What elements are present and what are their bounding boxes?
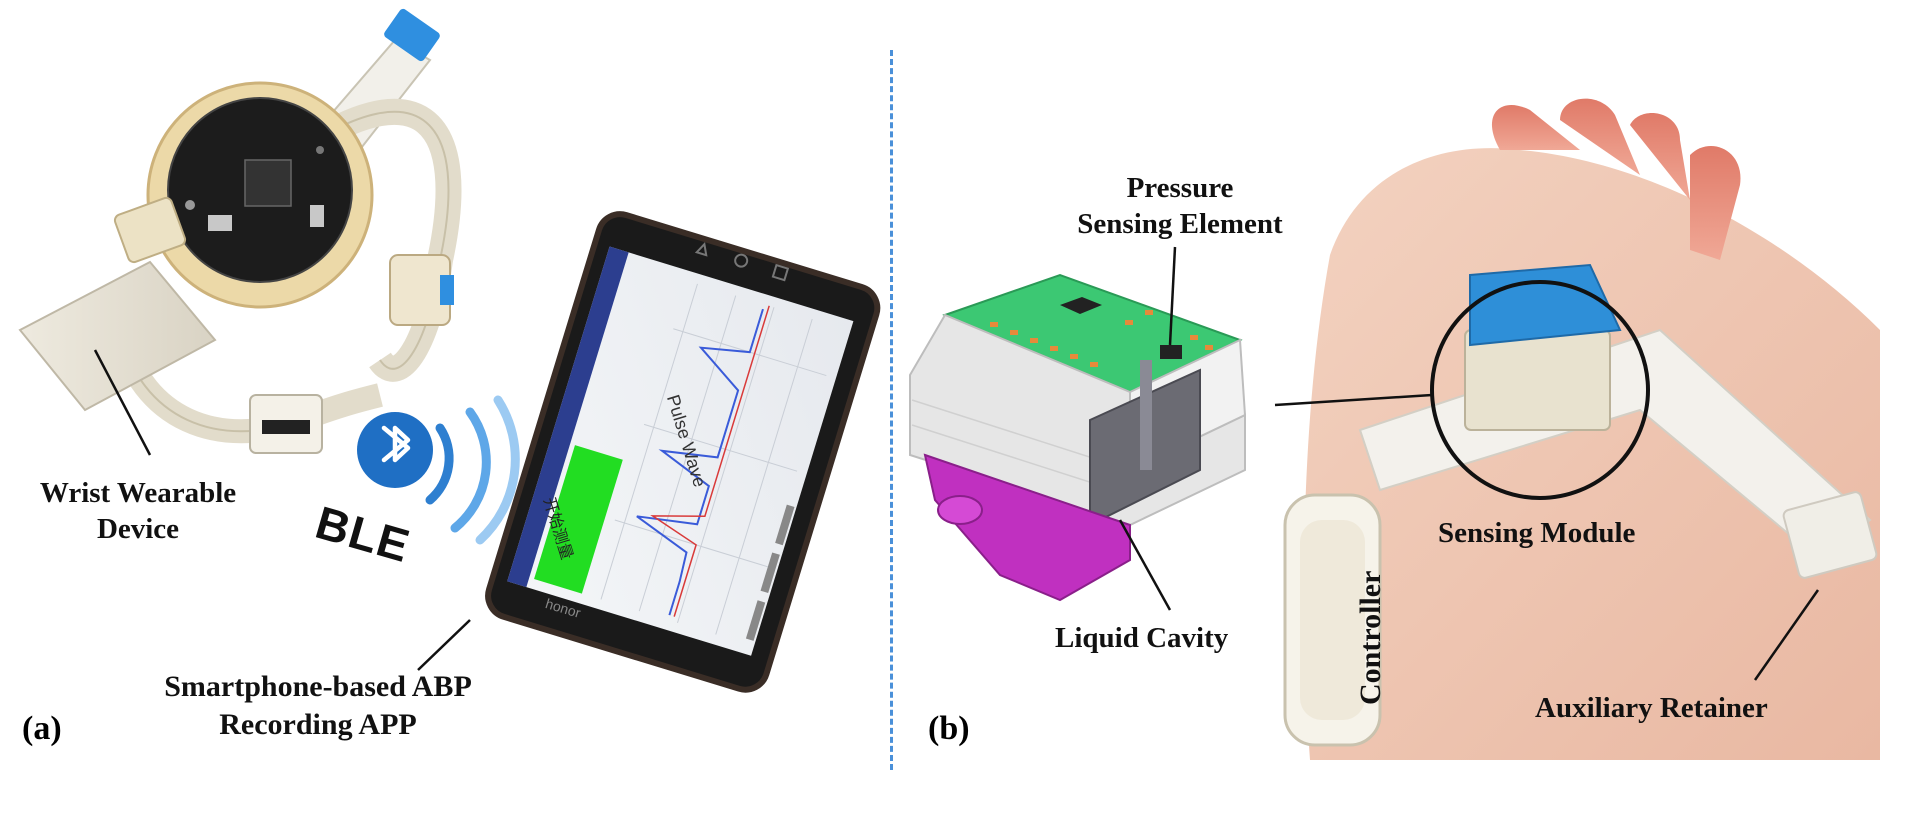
wrist-photo	[1274, 98, 1880, 760]
pressure-label-line1: Pressure	[1126, 172, 1234, 204]
panel-a-label: (a)	[22, 710, 62, 747]
device-label-line2: Device	[96, 513, 180, 546]
bluetooth-ble-graphic	[357, 395, 520, 545]
wrist-wearable-device-label: Wrist Wearable Device	[18, 475, 258, 548]
start-measure-button	[534, 445, 623, 594]
device-label-line1: Wrist Wearable	[39, 477, 237, 509]
pressure-label-line2: Sensing Element	[1077, 208, 1283, 241]
app-label-line1: Smartphone-based ABP	[164, 670, 472, 703]
app-label-line2: Recording APP	[219, 707, 417, 741]
auxiliary-retainer-label: Auxiliary Retainer	[1535, 692, 1768, 724]
chip-icon	[244, 159, 292, 207]
pressure-sensing-element-label: Pressure Sensing Element	[1060, 170, 1300, 243]
wrist-strap	[18, 260, 217, 412]
sensing-module-highlight-circle	[1430, 280, 1650, 500]
panel-divider	[890, 50, 893, 770]
sensing-module-3d-model	[909, 246, 1247, 611]
pulse-waveform	[636, 308, 764, 616]
wrist-skin	[1304, 148, 1880, 760]
app-label: Smartphone-based ABP Recording APP	[138, 668, 498, 743]
smartphone-photo	[485, 211, 881, 693]
wrist-wearable-device-photo	[18, 8, 462, 456]
controller-label: Controller	[1354, 570, 1387, 705]
panel-b-label: (b)	[928, 710, 970, 747]
pressure-sensing-element	[1160, 345, 1182, 359]
liquid-cavity-base	[923, 453, 1131, 602]
liquid-cavity-label: Liquid Cavity	[1055, 622, 1229, 654]
sensing-module-label: Sensing Module	[1438, 517, 1636, 549]
cable-connector-icon	[384, 8, 440, 62]
